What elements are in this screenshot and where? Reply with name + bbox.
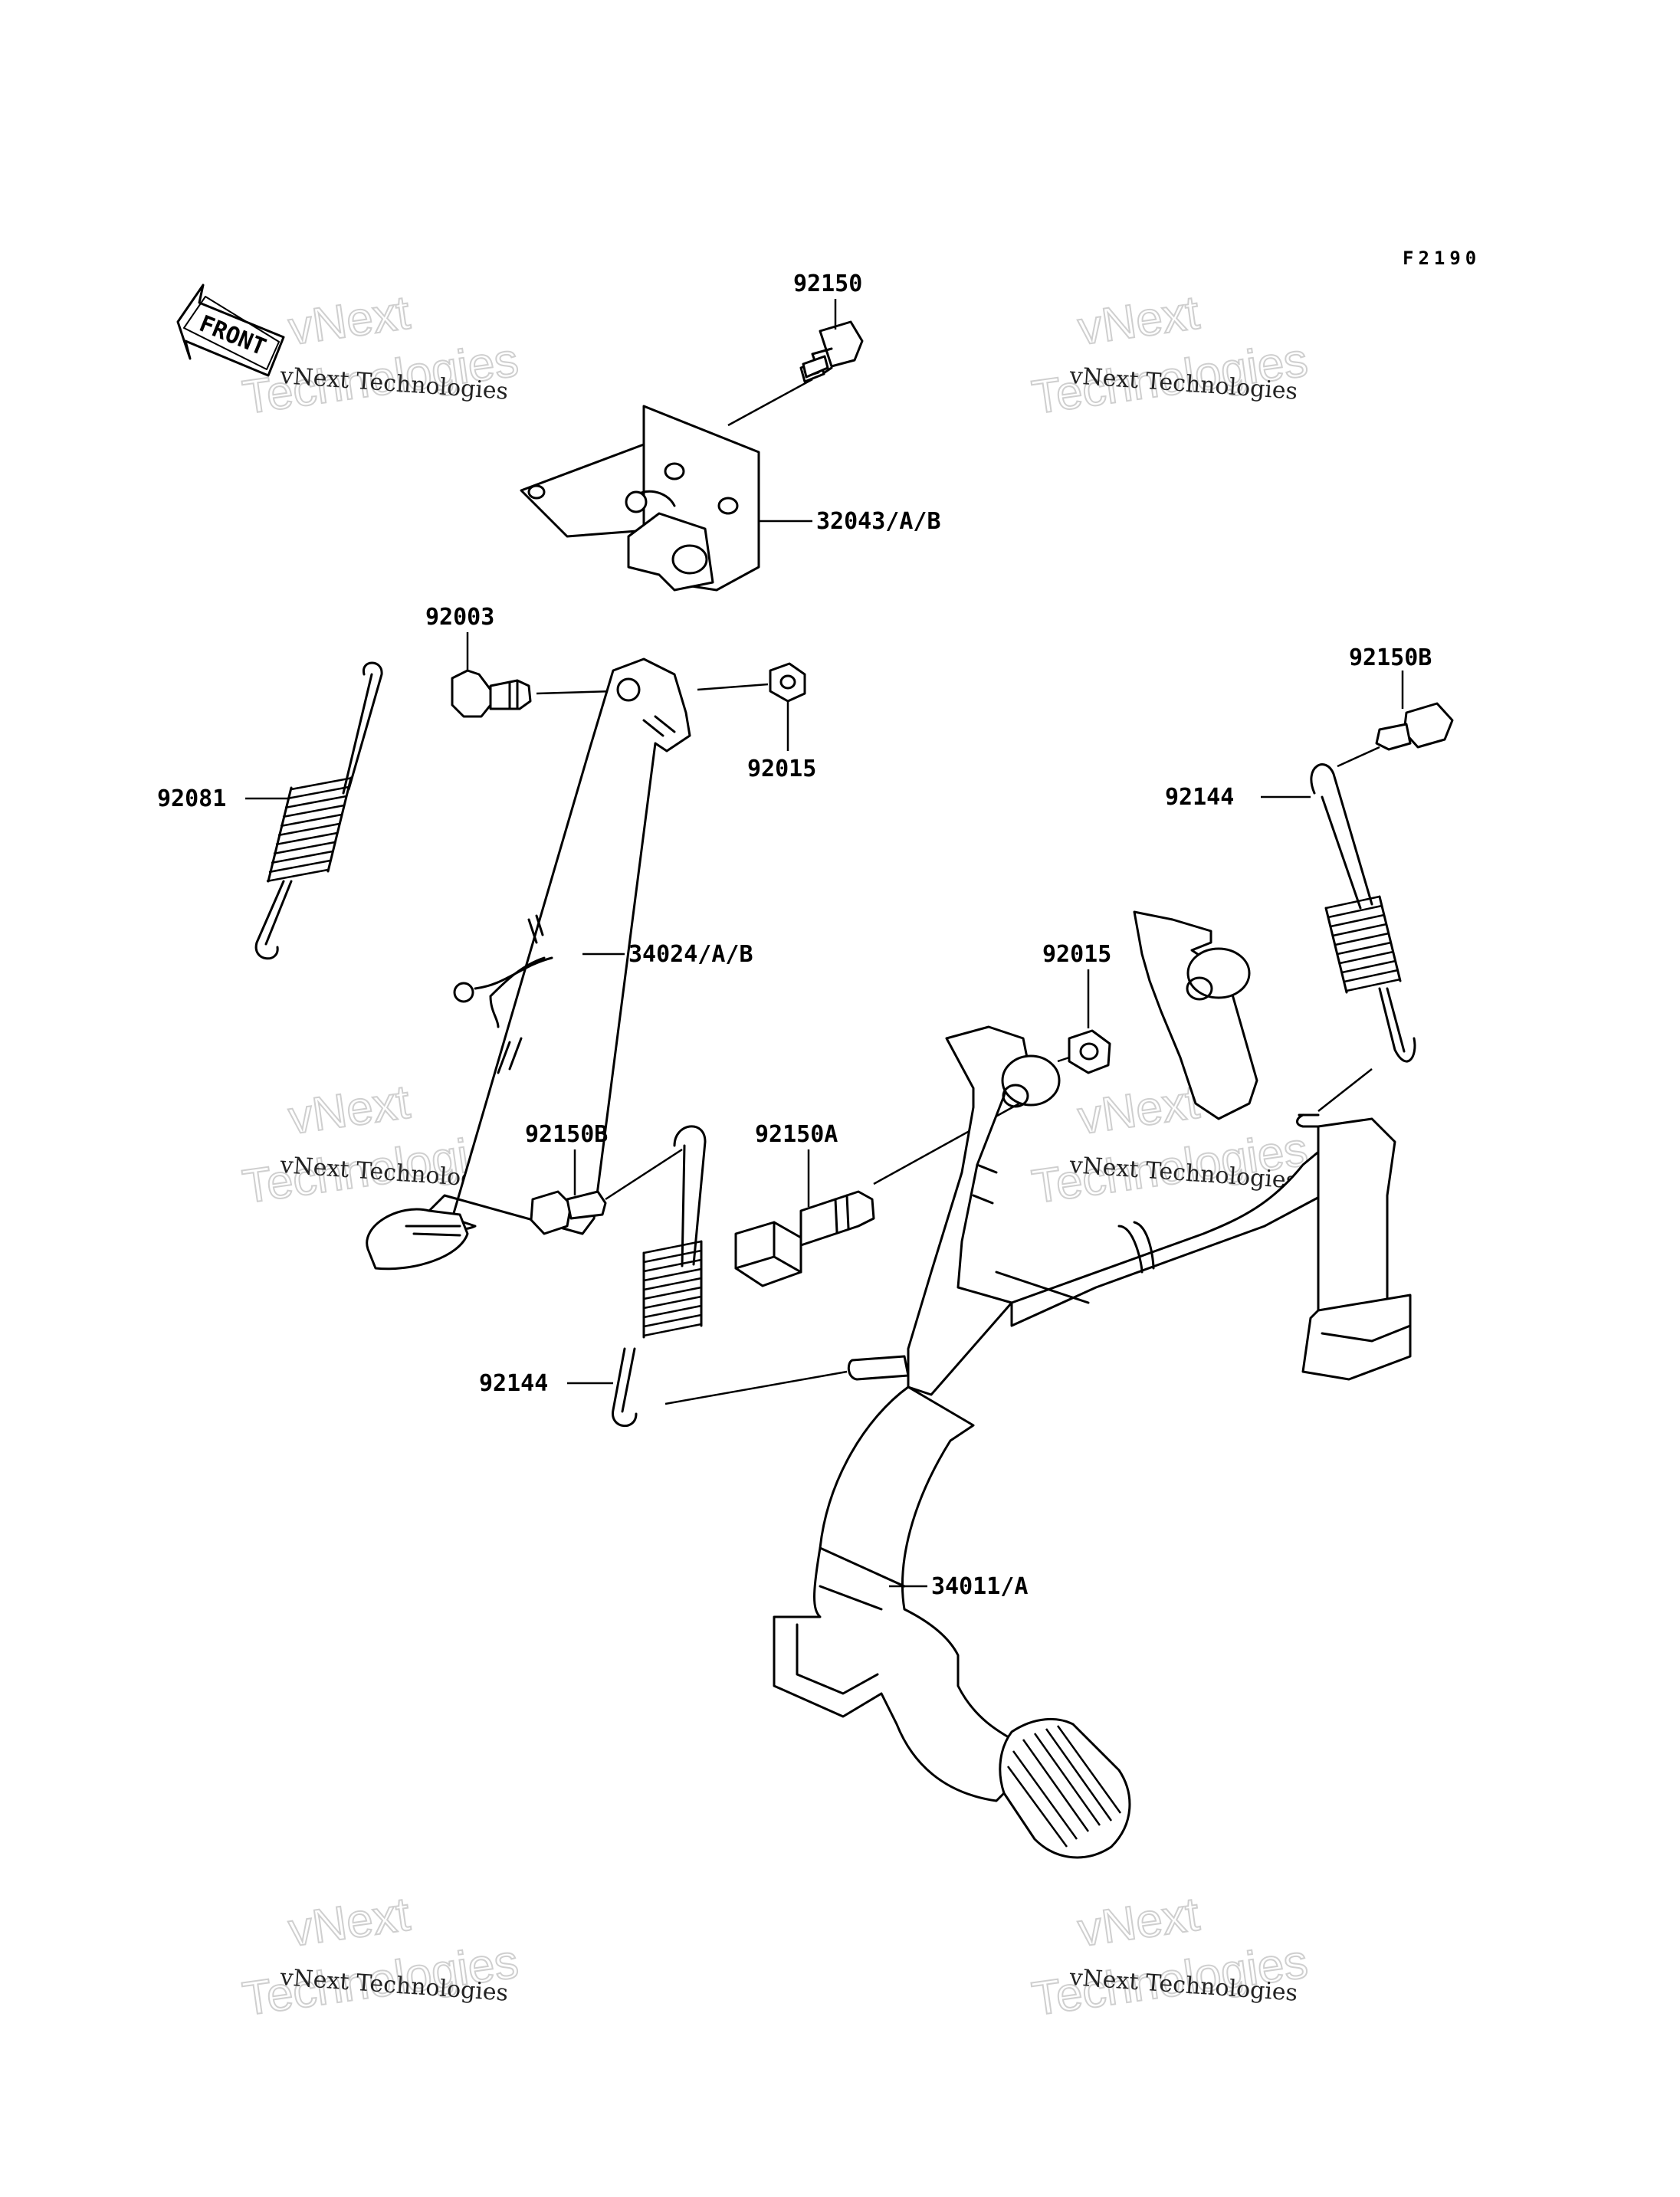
- svg-text:vNext: vNext: [285, 286, 413, 355]
- watermark-mid-right: vNext Technologies vNext Technologies: [1028, 1074, 1311, 1214]
- svg-text:vNext: vNext: [1075, 1075, 1203, 1144]
- watermark-top-left: vNext Technologies vNext Technologies: [238, 285, 522, 425]
- label-92150B-right: 92150B: [1349, 644, 1432, 671]
- bolt-92150-top: [799, 320, 864, 383]
- label-92144-right: 92144: [1165, 784, 1234, 811]
- label-92150: 92150: [793, 271, 862, 297]
- label-92081: 92081: [157, 785, 226, 812]
- watermark-bottom-left: vNext Technologies vNext Technologies: [238, 1887, 522, 2026]
- nut-92015-top: [769, 662, 806, 703]
- bolt-92150B-left: [530, 1190, 607, 1235]
- svg-text:vNext: vNext: [1075, 1887, 1203, 1956]
- bracket-32043: [520, 405, 760, 592]
- watermark-top-right: vNext Technologies vNext Technologies: [1028, 285, 1311, 425]
- bolt-92150B-right: [1375, 702, 1454, 751]
- label-92003: 92003: [425, 604, 494, 631]
- svg-text:vNext: vNext: [285, 1075, 413, 1144]
- label-92015-top: 92015: [747, 756, 816, 782]
- label-34011: 34011/A: [931, 1573, 1028, 1600]
- spring-92081: [254, 661, 383, 960]
- label-92144-left: 92144: [479, 1370, 548, 1397]
- label-92150A: 92150A: [755, 1121, 838, 1148]
- center-stand-34011: [773, 910, 1412, 1859]
- side-stand-34024: [366, 657, 691, 1271]
- bolt-92150A: [734, 1190, 875, 1287]
- label-32043: 32043/A/B: [816, 508, 941, 535]
- svg-text:vNext: vNext: [285, 1887, 413, 1956]
- label-34024: 34024/A/B: [628, 941, 753, 968]
- label-92015-mid: 92015: [1042, 941, 1111, 968]
- figure-code: F2190: [1403, 248, 1481, 269]
- watermark-bottom-right: vNext Technologies vNext Technologies: [1028, 1887, 1311, 2026]
- front-arrow-icon: FRONT: [176, 284, 285, 377]
- svg-text:vNext: vNext: [1075, 286, 1203, 355]
- spring-92144-left: [612, 1125, 707, 1427]
- label-92150B-left: 92150B: [525, 1121, 608, 1148]
- bolt-92003: [451, 669, 532, 718]
- nut-92015-mid: [1068, 1029, 1111, 1074]
- spring-92144-right: [1310, 763, 1416, 1063]
